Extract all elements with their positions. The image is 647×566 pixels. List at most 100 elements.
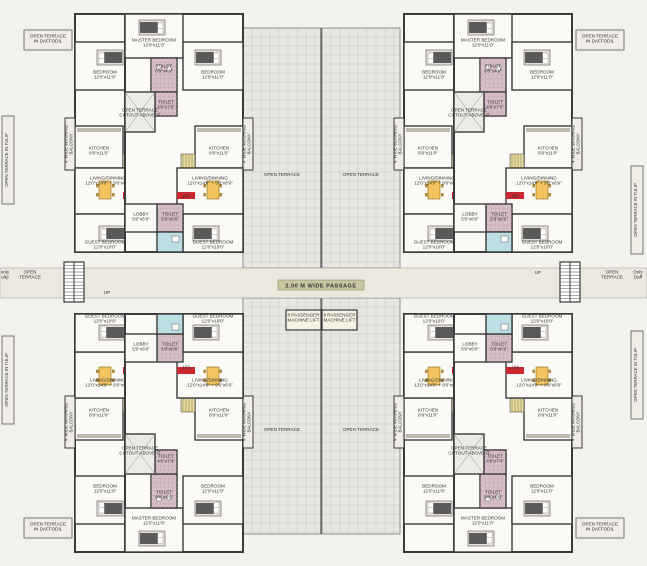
chair bbox=[532, 369, 535, 373]
lobby bbox=[124, 203, 158, 233]
bed-icon bbox=[467, 19, 495, 36]
pillow bbox=[542, 507, 549, 514]
kitchen bbox=[74, 125, 124, 169]
corner-terrace bbox=[575, 29, 625, 51]
wc bbox=[166, 65, 172, 73]
staircase bbox=[559, 261, 581, 303]
chair bbox=[96, 369, 99, 373]
table-top bbox=[98, 180, 112, 200]
bed-icon bbox=[98, 225, 126, 242]
bed-cover bbox=[196, 52, 214, 63]
bed-icon bbox=[194, 500, 222, 517]
pillow bbox=[542, 502, 549, 508]
pillow bbox=[157, 537, 164, 544]
pillow bbox=[213, 52, 220, 59]
toilet-fixtures-icon bbox=[485, 64, 501, 73]
pillow bbox=[213, 507, 220, 514]
kitchen-counter bbox=[406, 434, 450, 438]
table-top bbox=[427, 180, 441, 200]
basin bbox=[171, 323, 180, 331]
chair bbox=[548, 193, 551, 197]
bed-cover bbox=[525, 52, 543, 63]
chair bbox=[425, 369, 428, 373]
basin bbox=[156, 64, 162, 70]
dining-table-icon bbox=[532, 366, 551, 386]
basin bbox=[171, 235, 180, 243]
chair bbox=[219, 193, 222, 197]
pillow bbox=[429, 331, 436, 338]
bed-icon bbox=[425, 500, 453, 517]
washing-label: 4' WIDE WASHINGBALCONY bbox=[63, 402, 73, 441]
kitchen-counter bbox=[197, 128, 241, 132]
cutout-cross bbox=[124, 91, 156, 133]
chair bbox=[425, 378, 428, 382]
table-top bbox=[535, 366, 549, 386]
lobby bbox=[453, 333, 487, 363]
chair bbox=[112, 184, 115, 188]
wc bbox=[495, 493, 501, 501]
pillow bbox=[427, 502, 434, 508]
pillow bbox=[486, 532, 493, 538]
chair bbox=[203, 184, 206, 188]
pillow bbox=[100, 331, 107, 338]
chair bbox=[96, 193, 99, 197]
tile-grid bbox=[486, 334, 512, 362]
pillow bbox=[540, 326, 547, 332]
bed-icon bbox=[467, 530, 495, 547]
bed-icon bbox=[427, 324, 455, 341]
lobby bbox=[453, 203, 487, 233]
dining-table-icon bbox=[425, 366, 444, 386]
passage-label-box bbox=[277, 279, 365, 291]
dining-table-icon bbox=[96, 366, 115, 386]
dining-table-icon bbox=[203, 180, 222, 200]
open-terrace-label: OPEN TERRACE bbox=[343, 172, 379, 177]
bed-cover bbox=[469, 22, 487, 33]
pillow bbox=[98, 502, 105, 508]
chair bbox=[203, 378, 206, 382]
tile-grid bbox=[480, 58, 506, 92]
chair bbox=[548, 369, 551, 373]
chair bbox=[203, 193, 206, 197]
pillow bbox=[100, 234, 107, 240]
chair bbox=[112, 193, 115, 197]
pillow bbox=[427, 52, 434, 59]
chair bbox=[96, 378, 99, 382]
bed-cover bbox=[435, 228, 453, 239]
pillow bbox=[486, 28, 493, 34]
washing-balcony bbox=[393, 117, 405, 171]
washing-balcony bbox=[64, 395, 76, 449]
bed-cover bbox=[140, 533, 158, 544]
pillow bbox=[429, 326, 436, 332]
tile-grid bbox=[155, 450, 177, 474]
bed-icon bbox=[96, 500, 124, 517]
chair bbox=[425, 193, 428, 197]
